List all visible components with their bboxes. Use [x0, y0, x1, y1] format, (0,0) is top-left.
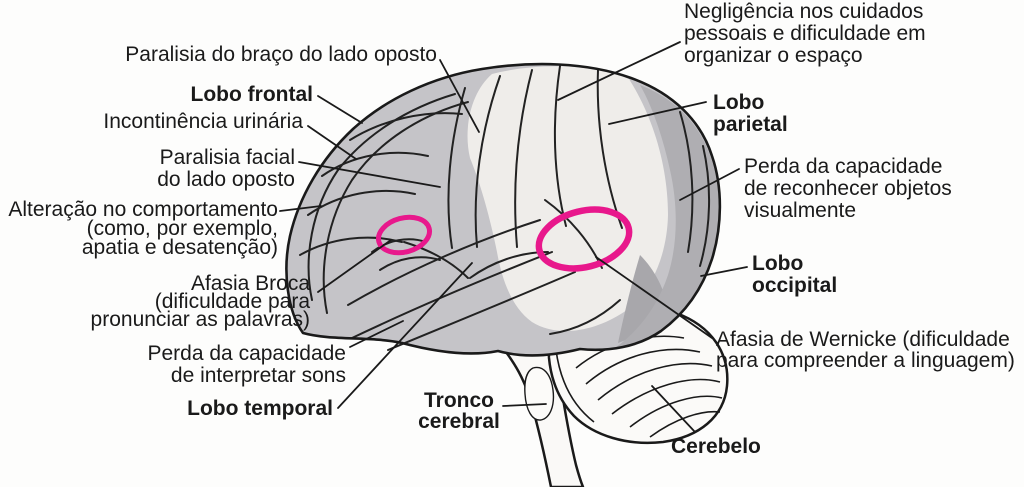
- leader-lobo-temporal: [337, 262, 473, 409]
- label-paralisia-facial: Paralisia facial do lado oposto: [157, 146, 295, 191]
- leader-perda-objetos: [679, 168, 740, 201]
- label-lobo-occipital: Lobo occipital: [752, 252, 838, 297]
- label-lobo-frontal: Lobo frontal: [190, 83, 313, 106]
- label-afasia-wernicke: Afasia de Wernicke (dificuldade para com…: [716, 328, 1015, 372]
- label-tronco-cerebral: Tronco cerebral: [418, 389, 500, 433]
- label-cerebelo: Cerebelo: [671, 435, 761, 458]
- broca-area-marker: [376, 214, 432, 256]
- pons-highlight: [524, 366, 555, 421]
- leader-lobo-frontal: [317, 95, 363, 124]
- leader-negligencia: [557, 41, 681, 101]
- leader-afasia-broca: [317, 239, 392, 293]
- leader-lines: [279, 41, 748, 433]
- leader-lobo-parietal: [608, 101, 707, 125]
- leader-afasia-wernicke: [595, 256, 713, 339]
- label-negligencia-cuidados: Negligência nos cuidados pessoais e difi…: [684, 0, 926, 67]
- label-lobo-temporal: Lobo temporal: [187, 397, 333, 420]
- label-incontinencia-urinaria: Incontinência urinária: [103, 110, 303, 133]
- label-afasia-broca: Afasia Broca (dificuldade para pronuncia…: [90, 272, 310, 331]
- wernicke-area-marker: [535, 206, 633, 272]
- leader-tronco-cerebral: [502, 403, 547, 407]
- leader-paralisia-facial: [298, 161, 441, 188]
- leader-lobo-occipital: [700, 266, 748, 277]
- label-perda-reconhecer-objetos: Perda da capacidade de reconhecer objeto…: [744, 155, 952, 222]
- occipital-region: [615, 85, 719, 348]
- cerebrum-outline: [285, 62, 722, 357]
- leader-paralisia-braco: [439, 59, 480, 133]
- leader-incontinencia: [307, 125, 357, 160]
- label-lobo-parietal: Lobo parietal: [713, 91, 788, 136]
- leader-perda-sons: [349, 320, 404, 348]
- label-paralisia-braco: Paralisia do braço do lado oposto: [125, 43, 437, 66]
- label-alteracao-comportamento: Alteração no comportamento (como, por ex…: [8, 198, 278, 259]
- label-perda-interpretar-sons: Perda da capacidade de interpretar sons: [147, 342, 347, 387]
- cerebrum: [285, 62, 722, 357]
- leader-alteracao: [279, 205, 322, 212]
- leader-cerebelo: [651, 385, 696, 433]
- gyri: [299, 65, 711, 351]
